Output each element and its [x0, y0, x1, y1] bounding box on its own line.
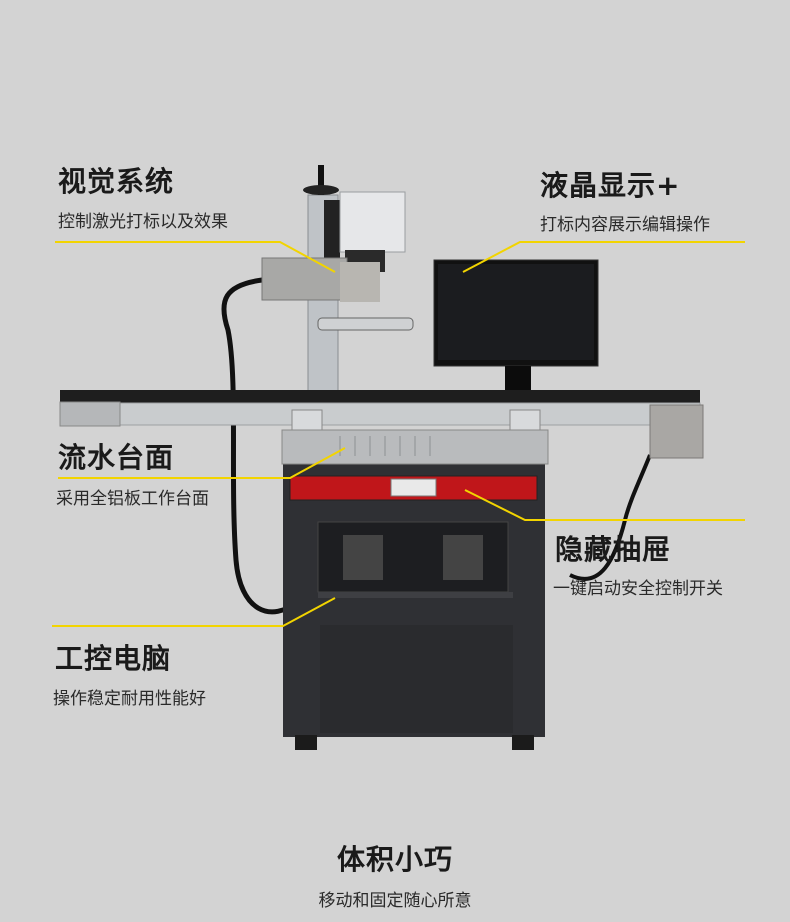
power-cable: [221, 277, 302, 615]
conveyor-belt: [60, 390, 700, 404]
camera-fixture: [261, 257, 348, 301]
feature-title-lcd-display: 液晶显示+: [540, 169, 681, 202]
callout-lines: [52, 241, 745, 627]
feature-title-hidden-drawer: 隐藏抽屉: [555, 533, 672, 566]
clamp-bar: [317, 317, 414, 331]
feature-subtitle-industrial-pc: 操作稳定耐用性能好: [53, 689, 206, 709]
footer-subtitle: 移动和固定随心所意: [318, 891, 472, 911]
feature-subtitle-vision-system: 控制激光打标以及效果: [58, 212, 228, 232]
foot: [512, 735, 534, 750]
feature-title-vision-system: 视觉系统: [58, 165, 175, 198]
feature-subtitle-lcd-display: 打标内容展示编辑操作: [540, 215, 710, 235]
lower-door: [320, 625, 513, 733]
drawer-handle: [390, 478, 437, 497]
feature-title-worktable: 流水台面: [58, 441, 175, 474]
feature-title-industrial-pc: 工控电脑: [55, 642, 172, 675]
conveyor-end-box: [649, 404, 704, 459]
foot: [295, 735, 317, 750]
handwheel: [303, 185, 339, 195]
laser-head: [339, 191, 406, 253]
feature-subtitle-hidden-drawer: 一键启动安全控制开关: [553, 579, 723, 599]
feature-subtitle-worktable: 采用全铝板工作台面: [56, 489, 209, 509]
footer-title: 体积小巧: [336, 843, 453, 876]
